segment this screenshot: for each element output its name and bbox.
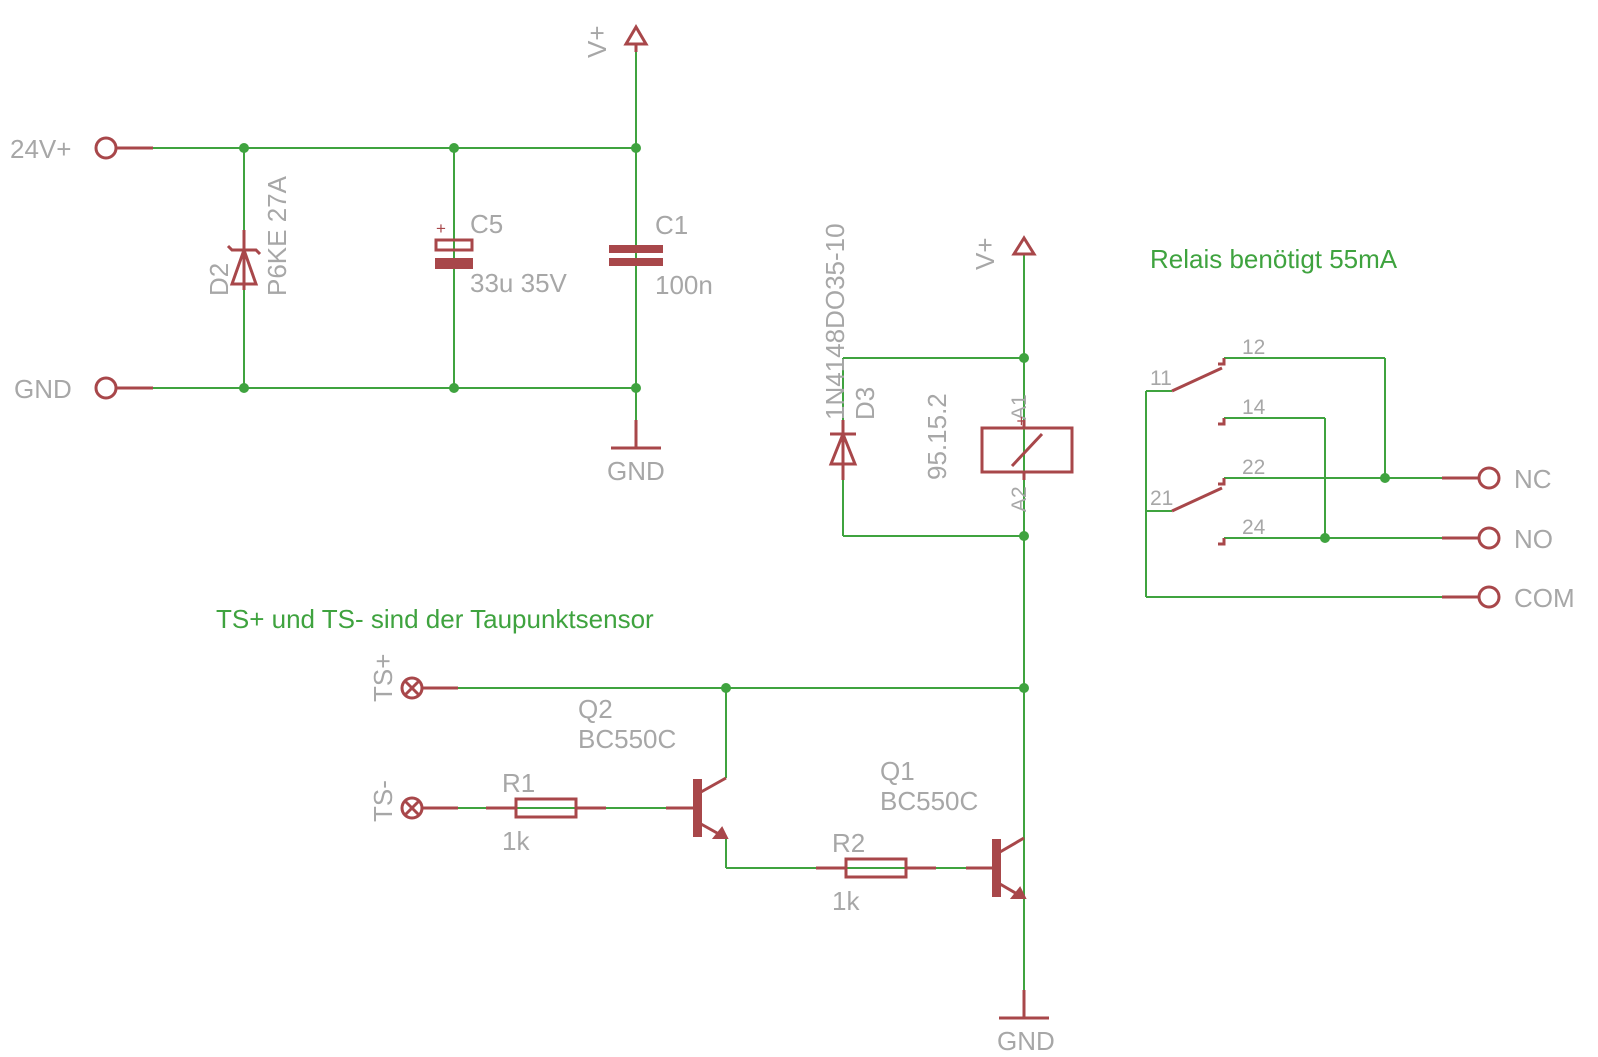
gnd-bottom-label: GND: [997, 1026, 1055, 1056]
relay-contacts: 11 12 14 21 22 24: [1150, 336, 1266, 546]
connector-ts-minus: TS-: [368, 780, 458, 822]
c5-name: C5: [470, 209, 503, 239]
r2-value: 1k: [832, 886, 860, 916]
connector-com: COM: [1442, 583, 1575, 613]
c5-polarity: +: [436, 219, 446, 238]
gnd-top-symbol: GND: [607, 420, 665, 486]
d2-value: P6KE 27A: [262, 175, 292, 296]
q2-component: Q2 BC550C: [578, 694, 729, 840]
vplus-top-symbol: V+: [582, 24, 649, 58]
connector-no-label: NO: [1514, 524, 1553, 554]
vplus-relay-symbol: V+: [970, 235, 1037, 270]
c5-value: 33u 35V: [470, 268, 568, 298]
resistor-icon: [486, 797, 606, 819]
q2-name: Q2: [578, 694, 613, 724]
capacitor-icon: [609, 245, 663, 266]
relay-current-note: Relais benötigt 55mA: [1150, 244, 1398, 274]
connector-com-label: COM: [1514, 583, 1575, 613]
d3-value: 1N4148DO35-10: [820, 223, 850, 420]
c1-component: C1 100n: [609, 210, 713, 300]
connector-nc-label: NC: [1514, 464, 1552, 494]
connector-24v: 24V+: [10, 134, 153, 164]
gnd-bottom-symbol: GND: [997, 990, 1055, 1056]
relay-pin-12: 12: [1242, 336, 1265, 359]
q1-component: Q1 BC550C: [880, 756, 1027, 900]
gnd-top-label: GND: [607, 456, 665, 486]
d2-name: D2: [204, 263, 234, 296]
connector-24v-label: 24V+: [10, 134, 71, 164]
c1-name: C1: [655, 210, 688, 240]
resistor-icon: [816, 857, 936, 879]
r1-name: R1: [502, 768, 535, 798]
connector-no: NO: [1442, 524, 1553, 554]
relay-pin-11: 11: [1150, 367, 1172, 390]
connector-ts-plus-label: TS+: [368, 654, 398, 702]
c1-value: 100n: [655, 270, 713, 300]
junctions: [239, 143, 1390, 693]
npn-transistor-icon: [666, 776, 729, 840]
relay-pin-24: 24: [1242, 516, 1266, 539]
tvs-diode-icon: [226, 230, 262, 290]
d3-name: D3: [850, 387, 880, 420]
relay-pin-14: 14: [1242, 396, 1266, 419]
electrolytic-capacitor-icon: +: [434, 219, 474, 269]
relay-pin-21: 21: [1150, 487, 1173, 510]
sensor-note: TS+ und TS- sind der Taupunktsensor: [216, 604, 654, 634]
connector-gnd: GND: [14, 374, 153, 404]
d3-component: 1N4148DO35-10 D3: [820, 223, 880, 480]
relay-pin-22: 22: [1242, 456, 1265, 479]
wires: [117, 50, 1478, 1015]
vplus-top-label: V+: [582, 25, 612, 58]
connector-ts-minus-label: TS-: [368, 780, 398, 822]
relay-coil-icon: [980, 420, 1074, 480]
d2-component: D2 P6KE 27A: [204, 175, 292, 296]
r2-component: R2 1k: [816, 828, 936, 916]
r1-value: 1k: [502, 826, 530, 856]
q1-name: Q1: [880, 756, 915, 786]
k1-value: 95.15.2: [922, 393, 952, 480]
connector-nc: NC: [1442, 464, 1552, 494]
npn-transistor-icon: [966, 836, 1027, 900]
diode-icon: [828, 420, 858, 480]
c5-component: + C5 33u 35V: [434, 209, 568, 298]
r2-name: R2: [832, 828, 865, 858]
k1-pin-a2: A2: [1008, 486, 1031, 512]
r1-component: R1 1k: [486, 768, 606, 856]
q1-value: BC550C: [880, 786, 978, 816]
k1-pin-a1: A1: [1008, 394, 1031, 420]
q2-value: BC550C: [578, 724, 676, 754]
connector-gnd-label: GND: [14, 374, 72, 404]
connector-ts-plus: TS+: [368, 654, 458, 702]
vplus-relay-label: V+: [970, 237, 1000, 270]
k1-component: 95.15.2 A1 + A2: [922, 393, 1074, 512]
k1-polarity: +: [1012, 416, 1031, 426]
